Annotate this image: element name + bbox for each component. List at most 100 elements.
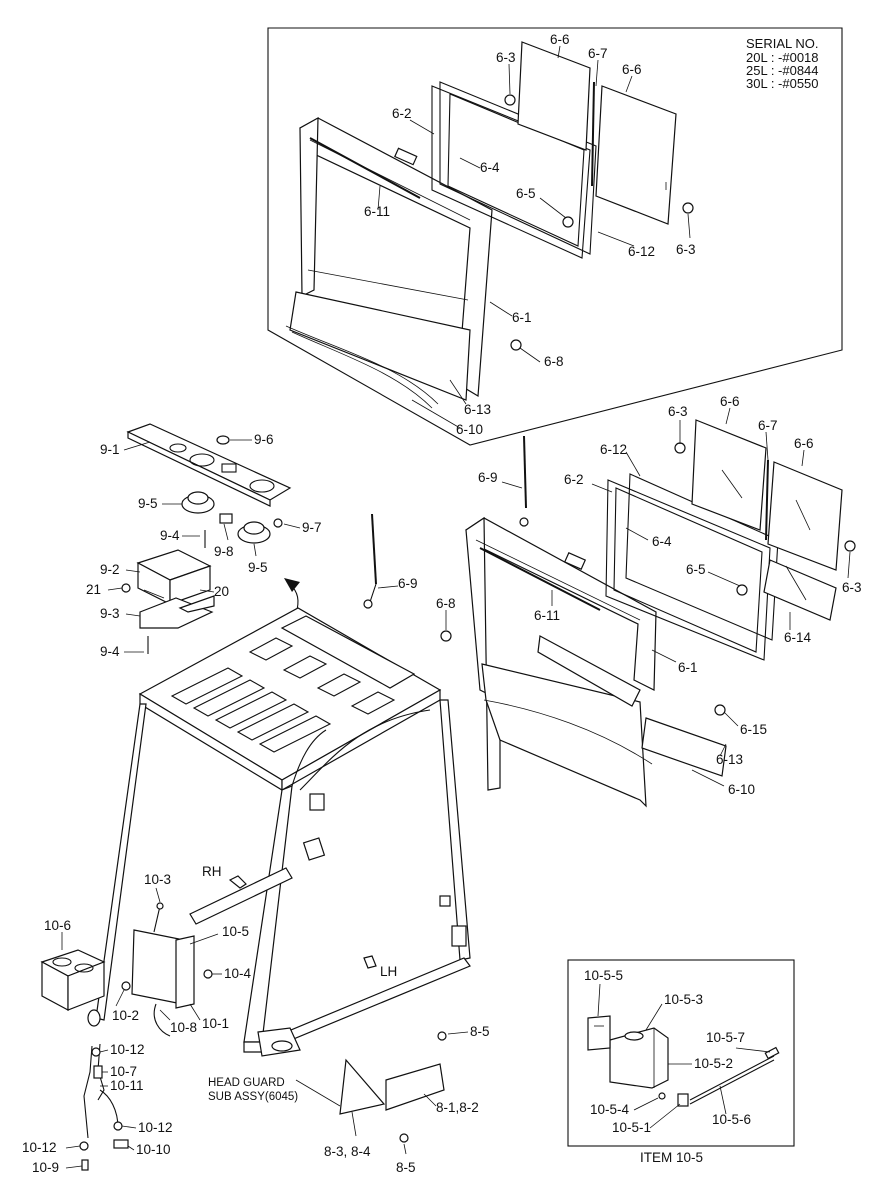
- label-9-5b: 9-5: [248, 560, 268, 575]
- label-6-13b: 6-13: [716, 752, 743, 767]
- label-6-1a: 6-1: [512, 310, 532, 325]
- label-10-7: 10-7: [110, 1064, 137, 1079]
- rail-6-7b: [765, 459, 769, 541]
- bracket-9-8: [219, 513, 233, 524]
- label-20: 20: [214, 584, 229, 599]
- label-6-6a: 6-6: [550, 32, 570, 47]
- plate-leaders: [351, 1031, 469, 1155]
- serial-line-25l: 25L : -#0844: [746, 63, 819, 78]
- serial-line-20l: 20L : -#0018: [746, 50, 819, 65]
- antenna-6-9b: 6-9: [478, 435, 529, 527]
- lh-indicator: LH: [363, 955, 397, 979]
- bracket-10-5-5: [587, 1015, 611, 1051]
- label-9-4a: 9-4: [160, 528, 180, 543]
- screw-9-7: [273, 518, 283, 528]
- sliding-glass-6-6c: [691, 419, 767, 531]
- label-6-13a: 6-13: [464, 402, 491, 417]
- label-8-1-8-2: 8-1,8-2: [436, 1100, 479, 1115]
- label-6-12a: 6-12: [628, 244, 655, 259]
- label-10-12a: 10-12: [110, 1042, 145, 1057]
- cap-10-9: [81, 1159, 89, 1171]
- label-9-1: 9-1: [100, 442, 120, 457]
- label-6-4a: 6-4: [480, 160, 500, 175]
- bolt-10-3: [153, 905, 161, 933]
- bolt-10-4: [203, 969, 213, 979]
- joint-10-7: [93, 1065, 103, 1079]
- head-guard-frame: [95, 607, 471, 1057]
- label-6-9b: 6-9: [478, 470, 498, 485]
- roof-openings: [170, 637, 396, 753]
- tip-10-5-7: [764, 1046, 780, 1060]
- antenna-6-9a: 6-9: [363, 513, 418, 609]
- rod-10-5-6: [689, 1055, 775, 1101]
- serial-line-30l: 30L : -#0550: [746, 76, 819, 91]
- detail-box-frame: [567, 959, 795, 1147]
- tank-10-6: [40, 949, 106, 1027]
- label-10-11: 10-11: [110, 1078, 144, 1093]
- label-6-3c: 6-3: [668, 404, 688, 419]
- radio-box-9-2: [136, 549, 212, 605]
- front-left-pillar: [95, 703, 147, 1021]
- label-9-5a: 9-5: [138, 496, 158, 511]
- label-9-8: 9-8: [214, 544, 234, 559]
- label-6-12b: 6-12: [600, 442, 627, 457]
- label-10-5-4: 10-5-4: [590, 1102, 630, 1117]
- label-6-5a: 6-5: [516, 186, 536, 201]
- right-door-group: 6-9: [436, 394, 862, 808]
- label-6-7b: 6-7: [758, 418, 778, 433]
- serial-number-note: SERIAL NO. 20L : -#0018 25L : -#0844 30L…: [746, 36, 819, 91]
- bolt-6-8b: [440, 630, 452, 642]
- rh-indicator: RH: [202, 864, 247, 889]
- label-6-3b: 6-3: [676, 242, 696, 257]
- label-8-3-8-4: 8-3, 8-4: [324, 1144, 371, 1159]
- sliding-glass-6-6a: [517, 41, 591, 151]
- label-9-4b: 9-4: [100, 644, 120, 659]
- roof-bracket-plate: [280, 615, 416, 689]
- label-8-5a: 8-5: [470, 1024, 490, 1039]
- rear-arch: [299, 709, 431, 791]
- lh-arrow-icon: [363, 955, 377, 969]
- hose-10-8: [153, 1003, 171, 1037]
- head-guard-caption-line2: SUB ASSY(6045): [208, 1091, 298, 1103]
- label-9-6: 9-6: [254, 432, 274, 447]
- label-6-4b: 6-4: [652, 534, 672, 549]
- bolt-8-5b: [399, 1133, 409, 1143]
- latch-6-3d: [844, 540, 856, 552]
- latch-6-3c: [674, 442, 686, 454]
- speaker-9-5b: [237, 521, 271, 544]
- bolt-8-5a: [437, 1031, 447, 1041]
- label-10-8: 10-8: [170, 1020, 197, 1035]
- roof-panel-group: 9-1 9-6 9-5 9-4 9-8 9-7 9-5 9-2 21 20 9-…: [86, 423, 322, 659]
- door-frame-6-1b: [465, 516, 657, 808]
- label-6-10a: 6-10: [456, 422, 483, 437]
- label-10-5: 10-5: [222, 924, 249, 939]
- label-6-11a: 6-11: [364, 204, 390, 219]
- label-10-3: 10-3: [144, 872, 171, 887]
- label-6-2b: 6-2: [564, 472, 584, 487]
- label-10-12b: 10-12: [138, 1120, 173, 1135]
- label-6-1b: 6-1: [678, 660, 698, 675]
- label-6-3d: 6-3: [842, 580, 862, 595]
- label-6-6b: 6-6: [622, 62, 642, 77]
- label-6-10b: 6-10: [728, 782, 755, 797]
- label-10-5-6: 10-5-6: [712, 1112, 751, 1127]
- screw-21: [121, 583, 131, 593]
- hose-10-11: [97, 1043, 105, 1101]
- roof-deck: [138, 607, 442, 781]
- bolt-10-2: [121, 981, 131, 991]
- front-right-pillar: [243, 785, 293, 1043]
- label-21: 21: [86, 582, 101, 597]
- label-10-4: 10-4: [224, 966, 252, 981]
- trim-6-13b: [641, 717, 727, 777]
- label-10-9: 10-9: [32, 1160, 59, 1175]
- handle-6-5a: [562, 216, 574, 228]
- speaker-9-5a: [181, 491, 215, 514]
- head-guard-caption-line1: HEAD GUARD: [208, 1077, 285, 1089]
- roof-leaders: [107, 439, 301, 653]
- handle-6-5b: [736, 584, 748, 596]
- item-10-5-caption: ITEM 10-5: [640, 1150, 703, 1165]
- label-9-3: 9-3: [100, 606, 120, 621]
- cross-member: [189, 867, 293, 925]
- label-10-5-2: 10-5-2: [694, 1056, 733, 1071]
